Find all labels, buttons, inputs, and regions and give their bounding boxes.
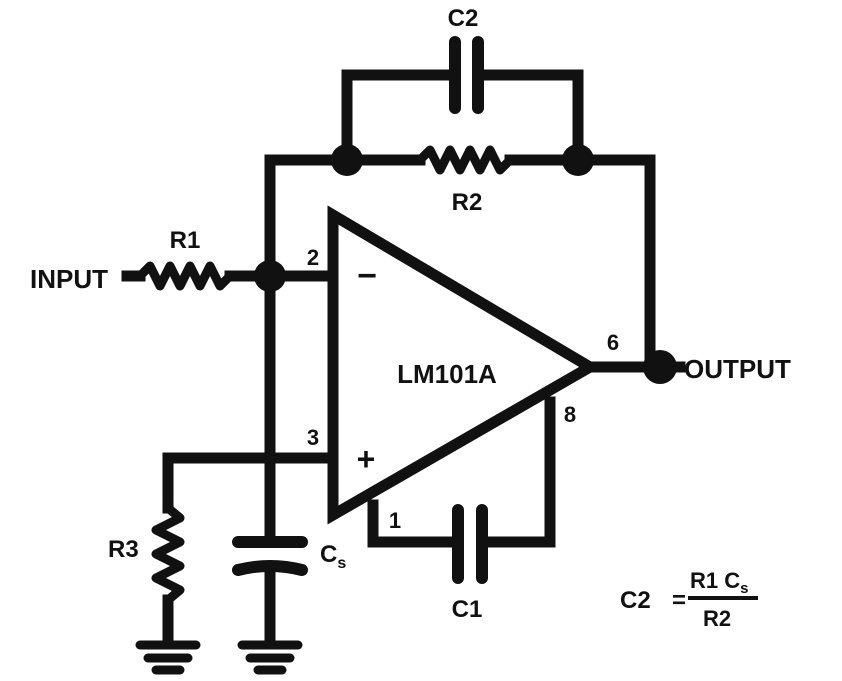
- c2-left-wire: [341, 69, 456, 166]
- c1-label: C1: [452, 596, 483, 623]
- r1-resistor: [135, 261, 235, 291]
- pin-2-label: 2: [307, 245, 319, 270]
- output-label: OUTPUT: [684, 354, 791, 384]
- ground-r3-icon: [135, 640, 201, 675]
- formula-equals: =: [672, 587, 686, 614]
- c1-left-wire: [367, 499, 461, 548]
- c2-label: C2: [448, 5, 479, 32]
- formula-denominator: R2: [703, 606, 731, 631]
- r1-label: R1: [170, 227, 201, 254]
- cs-label: Cs: [320, 541, 346, 572]
- cs-capacitor: [232, 536, 308, 576]
- pin-8-label: 8: [564, 402, 576, 427]
- formula-lhs: C2: [620, 587, 651, 614]
- formula-numerator-main: R1 C: [690, 568, 740, 593]
- junction-output: [643, 350, 677, 384]
- junction-r2-left: [331, 144, 363, 176]
- formula-numerator: R1 Cs: [690, 568, 748, 597]
- cs-label-sub: s: [337, 555, 346, 572]
- ground-cs-icon: [237, 640, 303, 675]
- formula-numerator-sub: s: [740, 580, 748, 597]
- junction-input-node: [254, 260, 286, 292]
- plus-sign: +: [357, 441, 376, 477]
- opamp-triangle: [327, 205, 601, 525]
- pin-6-label: 6: [607, 330, 619, 355]
- minus-sign: −: [357, 257, 377, 295]
- r3-resistor: [151, 503, 185, 605]
- c2-right-wire: [474, 69, 584, 166]
- r3-label: R3: [108, 536, 139, 563]
- pin-3-label: 3: [307, 425, 319, 450]
- c1-right-wire: [478, 396, 556, 548]
- r2-label: R2: [452, 189, 483, 216]
- input-label: INPUT: [30, 264, 108, 294]
- r2-resistor: [415, 145, 515, 175]
- c1-capacitor: [452, 504, 488, 584]
- junction-r2-right: [562, 144, 594, 176]
- opamp-part-label: LM101A: [397, 359, 497, 389]
- pin-1-label: 1: [389, 508, 401, 533]
- c2-formula: C2 = R1 Cs R2: [620, 568, 758, 631]
- c2-capacitor: [449, 36, 484, 114]
- cs-label-main: C: [320, 541, 337, 568]
